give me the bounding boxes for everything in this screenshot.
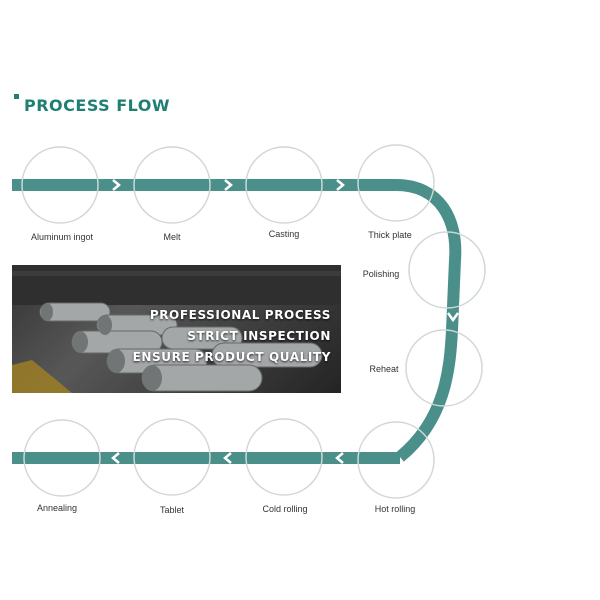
quality-banner: PROFESSIONAL PROCESS STRICT INSPECTION E… [12,265,341,393]
flow-arrow-top-1 [112,179,121,191]
step-label-5: Polishing [362,269,400,279]
step-label-10: Annealing [36,503,78,513]
step-label-8: Cold rolling [262,504,308,514]
flow-arrow-right-1 [446,312,460,323]
step-label-7: Hot rolling [374,504,416,514]
step-node-1 [21,146,99,224]
step-node-4 [357,144,435,222]
step-label-3: Casting [268,229,300,239]
pipe-bottom [12,452,400,464]
step-label-1: Aluminum ingot [30,232,94,242]
step-node-5 [408,231,486,309]
flow-arrow-top-2 [224,179,233,191]
step-node-2 [133,146,211,224]
flow-arrow-bottom-1 [335,452,344,464]
step-label-4: Thick plate [368,230,412,240]
flow-arrow-right-2 [445,410,459,421]
banner-line-2: STRICT INSPECTION [187,329,331,343]
step-node-3 [245,146,323,224]
title-mark [14,94,19,99]
page-title: PROCESS FLOW [24,96,171,115]
flow-arrow-top-3 [336,179,345,191]
aluminum-coil-rows-photo [12,265,341,393]
pipe-curve [395,179,462,462]
step-node-9 [133,418,211,496]
step-label-2: Melt [163,232,181,242]
banner-line-1: PROFESSIONAL PROCESS [149,308,331,322]
step-label-6: Reheat [369,364,399,374]
step-node-8 [245,418,323,496]
step-node-10 [23,419,101,497]
flow-arrow-bottom-3 [111,452,120,464]
banner-line-3: ENSURE PRODUCT QUALITY [132,350,331,364]
step-label-9: Tablet [159,505,185,515]
pipe-top [12,179,396,191]
flow-arrow-bottom-2 [223,452,232,464]
step-node-7 [357,421,435,499]
step-node-6 [405,329,483,407]
